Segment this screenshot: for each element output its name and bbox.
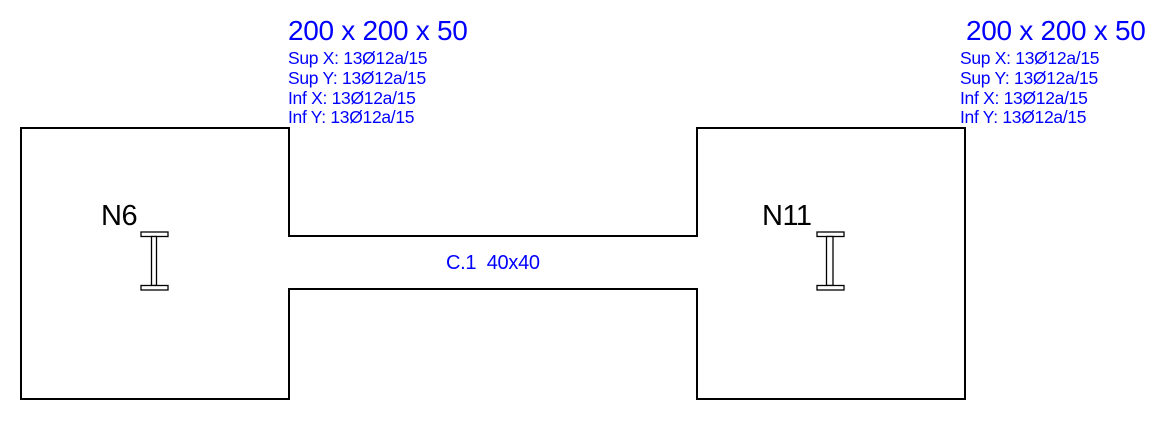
column-section-icon-n6[interactable] [140, 231, 169, 291]
column-bottom-flange [140, 284, 169, 291]
column-top-flange [816, 231, 845, 238]
rebar-spec-line-inf-x: Inf X: 13Ø12a/15 [288, 87, 416, 108]
column-bottom-flange [816, 284, 845, 291]
rebar-spec-line-sup-x: Sup X: 13Ø12a/15 [960, 48, 1100, 68]
column-web [825, 235, 834, 287]
rebar-spec-line-inf-y: Inf Y: 13Ø12a/15 [288, 107, 415, 128]
rebar-spec-line-inf-x: Inf X: 13Ø12a/15 [960, 87, 1088, 108]
rebar-spec-line-sup-y: Sup Y: 13Ø12a/15 [288, 67, 426, 88]
footing-dimensions-label: 200 x 200 x 50 [288, 15, 468, 46]
rebar-spec-list: Sup X: 13Ø12a/15 Sup Y: 13Ø12a/15 Inf X:… [288, 48, 468, 128]
rebar-spec-line-inf-y: Inf Y: 13Ø12a/15 [960, 107, 1087, 128]
node-label-n11: N11 [762, 200, 812, 232]
node-label-n6: N6 [101, 200, 138, 232]
footing-strap-beam-outline[interactable] [20, 127, 966, 400]
footing-annotation-n6: 200 x 200 x 50 Sup X: 13Ø12a/15 Sup Y: 1… [288, 15, 468, 128]
rebar-spec-list: Sup X: 13Ø12a/15 Sup Y: 13Ø12a/15 Inf X:… [960, 48, 1146, 128]
rebar-spec-line-sup-x: Sup X: 13Ø12a/15 [288, 48, 428, 68]
footing-annotation-n11: 200 x 200 x 50 Sup X: 13Ø12a/15 Sup Y: 1… [960, 15, 1146, 128]
beam-label[interactable]: C.1 40x40 [446, 252, 540, 274]
column-web [150, 235, 158, 287]
rebar-spec-line-sup-y: Sup Y: 13Ø12a/15 [960, 67, 1098, 88]
footing-dimensions-label: 200 x 200 x 50 [966, 15, 1146, 46]
column-section-icon-n11[interactable] [816, 231, 845, 291]
column-top-flange [140, 231, 169, 238]
